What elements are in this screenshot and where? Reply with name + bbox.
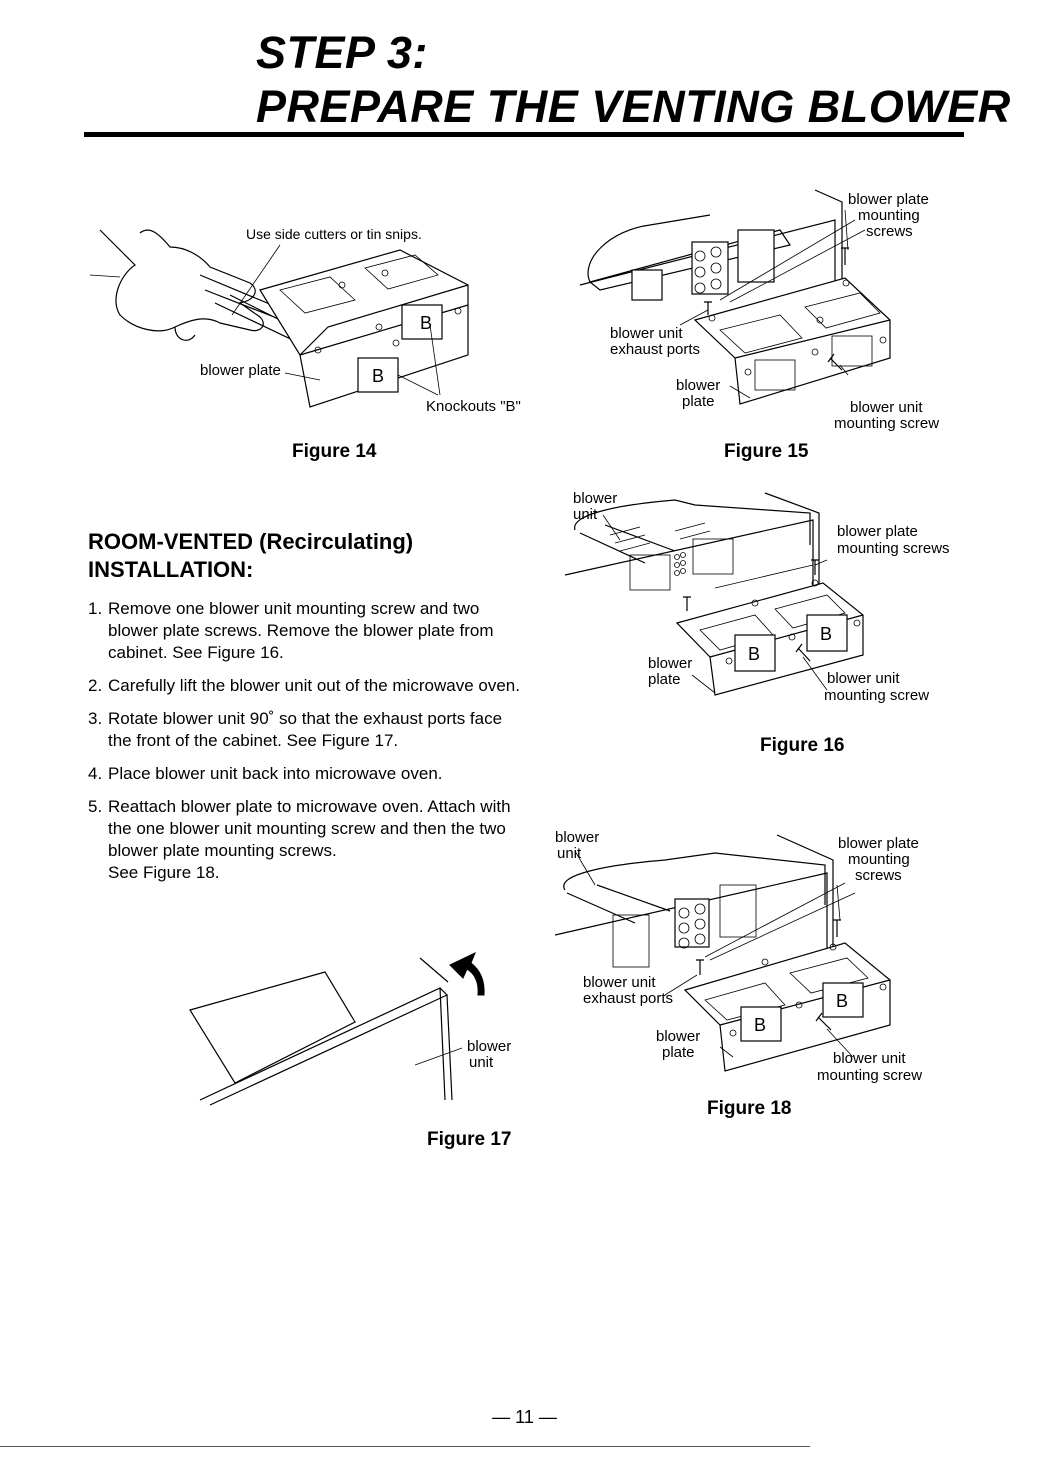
figure-18-caption: Figure 18 xyxy=(707,1098,792,1119)
label-unit-1: blower xyxy=(555,829,599,846)
step-line: Rotate blower unit 90˚ so that the exhau… xyxy=(108,709,503,728)
label-unit-1: blower xyxy=(573,490,617,507)
label-mounting-3: screws xyxy=(866,223,913,240)
figure-17-caption: Figure 17 xyxy=(427,1129,512,1150)
installation-steps: 1. Remove one blower unit mounting screw… xyxy=(88,598,558,895)
figure-16-caption: Figure 16 xyxy=(760,735,845,756)
blower-plate-shape xyxy=(693,277,891,405)
step-text: Rotate blower unit 90˚ so that the exhau… xyxy=(108,708,558,752)
label-plate-1: blower xyxy=(656,1028,700,1045)
screw-icon xyxy=(704,301,712,315)
title-rule xyxy=(84,132,964,137)
knockout-letter-right: B xyxy=(820,624,832,644)
label-plate-2: plate xyxy=(662,1044,695,1061)
section-heading: ROOM-VENTED (Recirculating) INSTALLATION… xyxy=(88,528,413,584)
screw-icon xyxy=(683,596,691,611)
screw-icon xyxy=(815,1012,832,1031)
step-number: 2. xyxy=(88,676,103,695)
step-2: 2. Carefully lift the blower unit out of… xyxy=(88,675,558,697)
step-line: Remove one blower unit mounting screw an… xyxy=(108,599,480,618)
label-unit-2: unit xyxy=(469,1054,494,1071)
page-title: PREPARE THE VENTING BLOWER xyxy=(256,81,1011,132)
label-mounting-1: blower plate xyxy=(838,835,919,852)
glove-illustration xyxy=(99,229,264,341)
label-screw-2: mounting screw xyxy=(824,687,929,704)
label-exhaust-1: blower unit xyxy=(610,325,683,342)
step-line: the front of the cabinet. See Figure 17. xyxy=(108,731,399,750)
label-blower-plate: blower plate xyxy=(200,362,281,379)
step-line: Carefully lift the blower unit out of th… xyxy=(108,676,520,695)
label-screw-1: blower unit xyxy=(850,399,923,416)
knockout-b-lower xyxy=(357,357,399,393)
label-plate-1: blower xyxy=(676,377,720,394)
label-mounting-1: blower plate xyxy=(848,191,929,208)
figure-18: B B blower unit blower plate mounting sc… xyxy=(554,825,955,1090)
page-number: — 11 — xyxy=(492,1407,557,1427)
screw-icon xyxy=(696,959,704,975)
figure-17: blower unit xyxy=(180,950,540,1110)
knockout-letter-left: B xyxy=(754,1015,766,1035)
label-exhaust-2: exhaust ports xyxy=(610,341,700,358)
figure-14-caption: Figure 14 xyxy=(292,441,377,462)
screw-icon xyxy=(795,643,811,662)
label-mounting-2: mounting screws xyxy=(837,540,950,557)
step-line: See Figure 18. xyxy=(108,863,220,882)
label-screw-1: blower unit xyxy=(827,670,900,687)
step-number: 3. xyxy=(88,709,103,728)
figure-15-caption: Figure 15 xyxy=(724,441,809,462)
step-line: blower plate screws. Remove the blower p… xyxy=(108,621,494,640)
step-line: Reattach blower plate to microwave oven.… xyxy=(108,797,511,816)
step-line: cabinet. See Figure 16. xyxy=(108,643,284,662)
step-text: Reattach blower plate to microwave oven.… xyxy=(108,796,558,884)
rotation-arrow-icon xyxy=(449,951,485,996)
step-text: Remove one blower unit mounting screw an… xyxy=(108,598,558,664)
figure-15: blower plate mounting screws blower unit… xyxy=(579,189,950,435)
label-plate-2: plate xyxy=(648,671,681,688)
step-text: Carefully lift the blower unit out of th… xyxy=(108,675,558,697)
step-5: 5. Reattach blower plate to microwave ov… xyxy=(88,796,558,884)
label-screw-1: blower unit xyxy=(833,1050,906,1067)
screw-icon xyxy=(827,353,843,371)
step-1: 1. Remove one blower unit mounting screw… xyxy=(88,598,558,664)
label-knockouts: Knockouts "B" xyxy=(426,398,521,415)
label-plate-1: blower xyxy=(648,655,692,672)
screw-icon xyxy=(811,559,819,575)
step-line: Place blower unit back into microwave ov… xyxy=(108,764,443,783)
label-exhaust-2: exhaust ports xyxy=(583,990,673,1007)
step-text: Place blower unit back into microwave ov… xyxy=(108,763,558,785)
figure-16: B B blower unit blower plate mounting sc… xyxy=(564,485,965,710)
step-number: 5. xyxy=(88,797,103,816)
label-exhaust-1: blower unit xyxy=(583,974,656,991)
section-title-line2: INSTALLATION: xyxy=(88,557,254,582)
bottom-divider xyxy=(0,1446,810,1447)
step-number: 4. xyxy=(88,764,103,783)
knockout-letter-upper: B xyxy=(420,313,432,333)
section-title-line1: ROOM-VENTED (Recirculating) xyxy=(88,529,414,554)
label-mounting-2: mounting xyxy=(858,207,920,224)
label-screw-2: mounting screw xyxy=(834,415,939,432)
figure-14: B B Use side cutters or tin snips. blowe… xyxy=(80,205,521,430)
knockout-letter-right: B xyxy=(836,991,848,1011)
label-unit-2: unit xyxy=(557,845,582,862)
label-plate-2: plate xyxy=(682,393,715,410)
label-cutters: Use side cutters or tin snips. xyxy=(246,226,422,242)
label-unit-2: unit xyxy=(573,506,598,523)
label-screw-2: mounting screw xyxy=(817,1067,922,1084)
label-mounting-3: screws xyxy=(855,867,902,884)
step-4: 4. Place blower unit back into microwave… xyxy=(88,763,558,785)
knockout-letter-left: B xyxy=(748,644,760,664)
knockout-letter-lower: B xyxy=(372,366,384,386)
label-unit-1: blower xyxy=(467,1038,511,1055)
step-line: the one blower unit mounting screw and t… xyxy=(108,819,506,838)
screw-icon xyxy=(833,919,841,937)
blower-unit-panel xyxy=(189,971,356,1084)
step-heading: STEP 3: xyxy=(256,27,428,78)
step-number: 1. xyxy=(88,599,103,618)
step-3: 3. Rotate blower unit 90˚ so that the ex… xyxy=(88,708,558,752)
knockout-b-upper xyxy=(401,304,443,340)
label-mounting-2: mounting xyxy=(848,851,910,868)
label-mounting-1: blower plate xyxy=(837,523,918,540)
step-line: blower plate mounting screws. xyxy=(108,841,337,860)
